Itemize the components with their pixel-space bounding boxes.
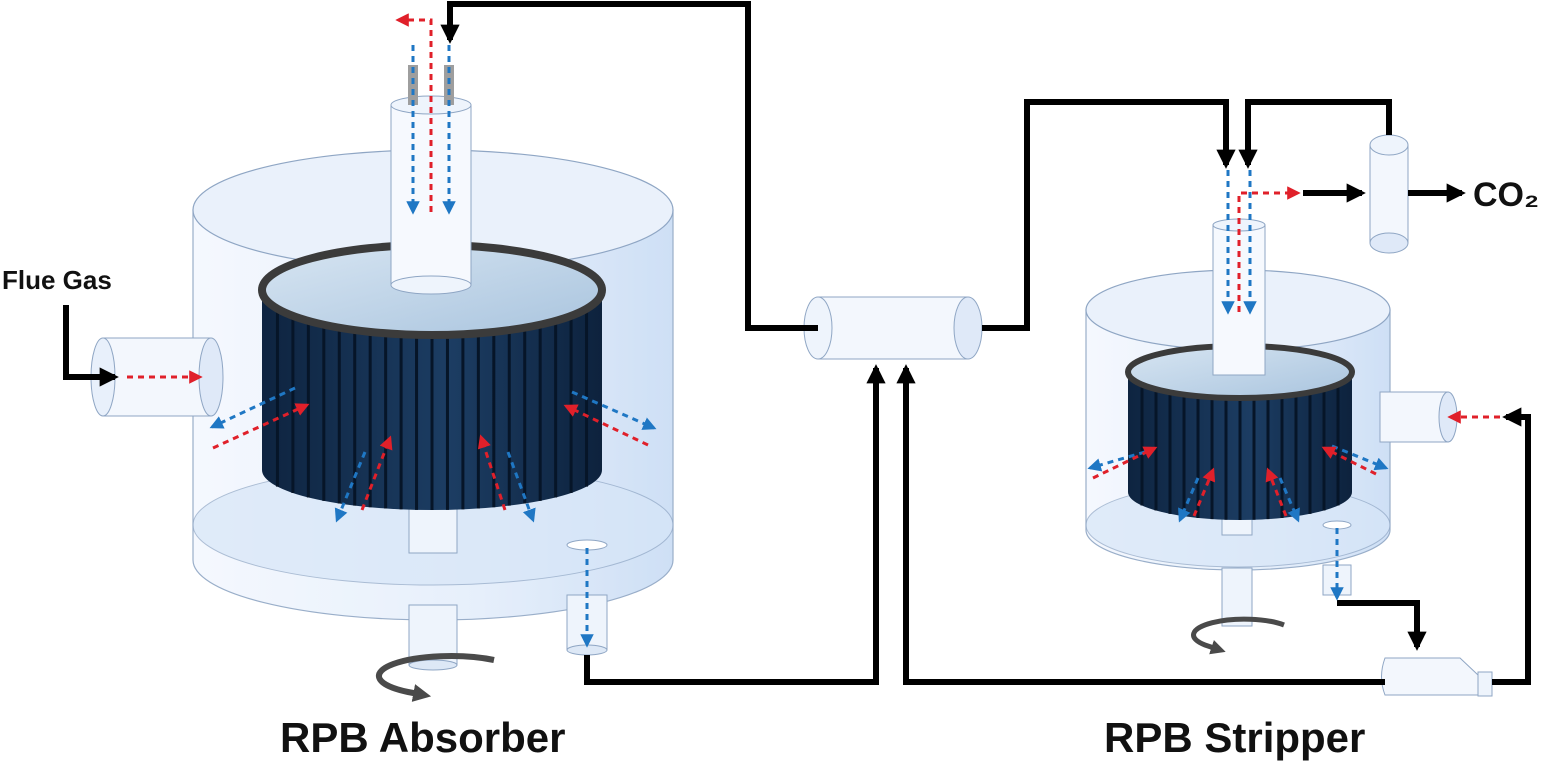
reflux-line	[1238, 99, 1392, 169]
stripper-liquid-outlet	[1322, 520, 1352, 530]
process-pipes	[63, 1, 1531, 685]
lean-return-line	[896, 364, 1385, 685]
rich-solvent-to-stripper-line	[982, 99, 1236, 331]
flow-arrows	[127, 13, 1500, 648]
stripper-title: RPB Stripper	[1104, 714, 1365, 761]
heat-exchanger	[803, 296, 983, 360]
rpb-absorber	[90, 65, 674, 702]
absorber-rotation-arrow-icon	[376, 653, 495, 702]
reboiler-vapor-line	[1492, 407, 1531, 685]
reboiler	[1381, 657, 1493, 697]
co2-label: CO₂	[1473, 176, 1539, 214]
absorber-title: RPB Absorber	[280, 714, 566, 761]
stripper-packing-blades	[1140, 384, 1340, 520]
rich-solvent-line	[584, 364, 886, 685]
condenser-separator	[1369, 134, 1409, 254]
stripper-drain-pipe	[1322, 564, 1352, 596]
stripper-bottom-shaft	[1221, 567, 1253, 627]
stripper-rotation-arrow-icon	[1191, 616, 1285, 655]
absorber-gas-out-arrow	[395, 13, 433, 212]
stripper-vapor-inlet	[1379, 391, 1449, 443]
absorber-inlet-tube-right	[444, 65, 454, 105]
lean-solvent-line	[440, 1, 818, 331]
stripper-bottom-line	[1337, 600, 1427, 651]
stripper-gas-out-arrow	[1237, 186, 1301, 312]
flue-gas-line	[63, 305, 119, 387]
rpb-stripper	[1085, 218, 1458, 655]
flue-gas-label: Flue Gas	[2, 265, 112, 295]
absorber-inlet-tube-left	[408, 65, 418, 105]
